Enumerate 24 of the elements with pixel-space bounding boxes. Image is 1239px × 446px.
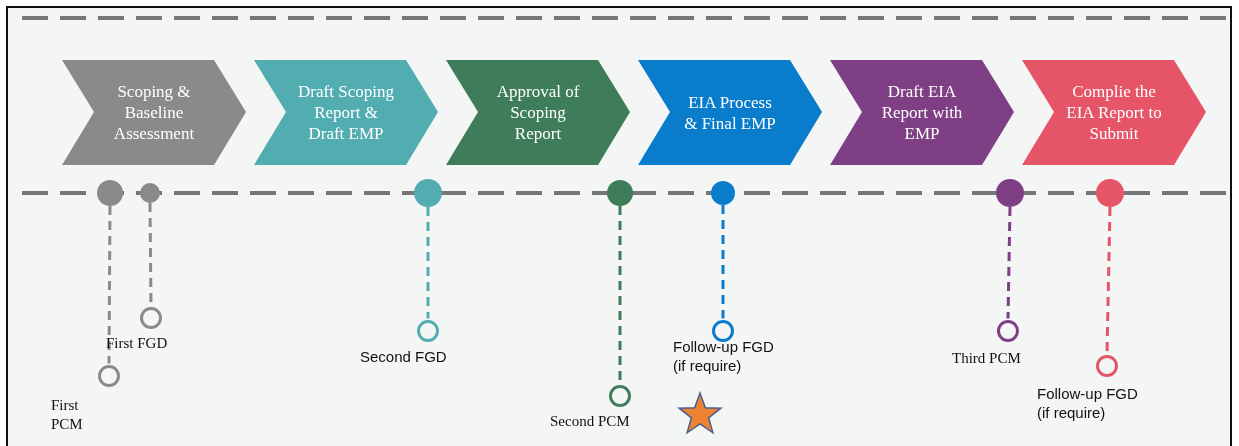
step-title: Approval of Scoping Report xyxy=(495,81,581,145)
step-title: Complie the EIA Report to Submit xyxy=(1065,81,1163,145)
process-step xyxy=(1022,60,1206,165)
process-step xyxy=(62,60,246,165)
milestone-label: Follow-up FGD (if require) xyxy=(673,337,775,375)
connector-line xyxy=(1006,206,1012,319)
milestone-label: First FGD xyxy=(106,334,169,353)
milestone-label: Second FGD xyxy=(360,347,448,366)
milestone-label: Follow-up FGD (if require) xyxy=(1037,384,1139,422)
process-step xyxy=(446,60,630,165)
process-step xyxy=(638,60,822,165)
step-title: Draft Scoping Report & Draft EMP xyxy=(297,81,395,145)
connector-line xyxy=(1105,206,1112,354)
connector-line xyxy=(107,206,112,364)
connector-line xyxy=(426,207,430,319)
process-step xyxy=(830,60,1014,165)
step-title: EIA Process & Final EMP xyxy=(683,91,777,135)
milestone-label: Third PCM xyxy=(952,349,1022,368)
milestone-label: First PCM xyxy=(51,396,84,434)
milestone-label: Second PCM xyxy=(550,412,631,431)
connector-line xyxy=(721,205,725,319)
step-title: Draft EIA Report with EMP xyxy=(880,81,964,145)
step-title: Scoping & Baseline Assessment xyxy=(112,81,196,145)
process-step xyxy=(254,60,438,165)
